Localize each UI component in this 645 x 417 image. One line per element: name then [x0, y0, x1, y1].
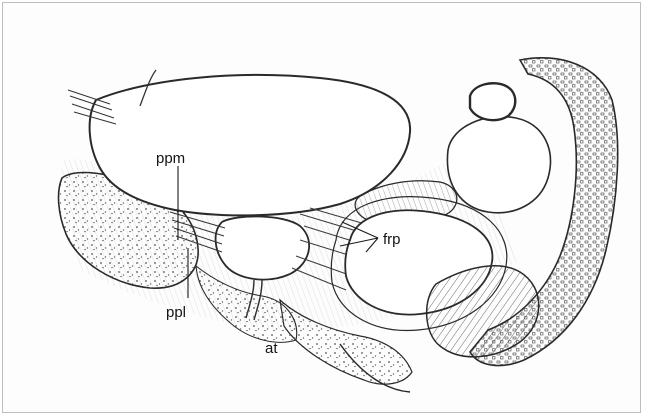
label-ppm: ppm	[156, 150, 185, 167]
label-at: at	[265, 340, 278, 357]
label-ppl: ppl	[166, 304, 186, 321]
prostate	[216, 216, 310, 279]
label-frp: frp	[383, 231, 401, 248]
sigmoid-colon	[447, 117, 550, 213]
bowel-loop	[470, 83, 515, 120]
